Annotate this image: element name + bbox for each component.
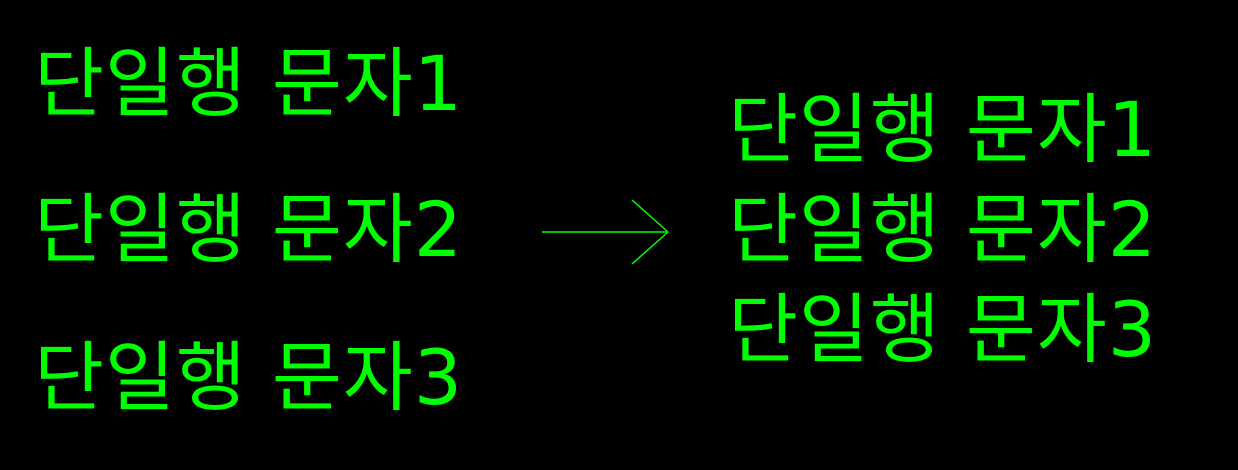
- right-text-line-2: 단일행 문자2: [728, 185, 1158, 274]
- left-text-line-2: 단일행 문자2: [34, 185, 464, 274]
- right-text-line-3: 단일행 문자3: [728, 285, 1158, 374]
- arrow-right-icon: [542, 199, 669, 265]
- arrow-head-lower: [631, 231, 669, 265]
- right-text-line-1: 단일행 문자1: [728, 85, 1158, 174]
- arrow-head-upper: [631, 199, 669, 233]
- left-text-line-3: 단일행 문자3: [34, 333, 464, 422]
- left-text-line-1: 단일행 문자1: [34, 39, 464, 128]
